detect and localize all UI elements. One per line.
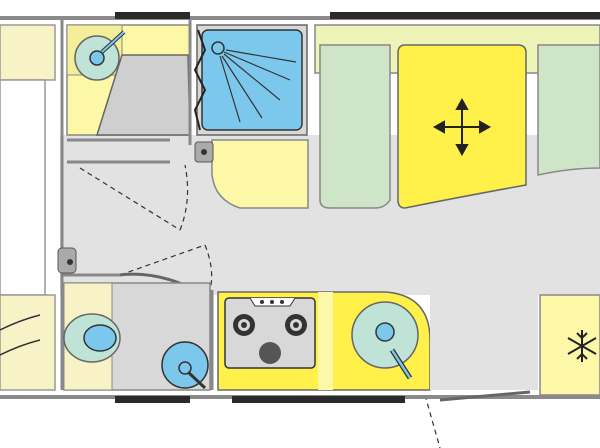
dinette-seat-right: [537, 44, 600, 176]
stove-icon: [224, 297, 316, 369]
move-arrows-icon: [432, 97, 492, 157]
snowflake-icon: [567, 330, 597, 362]
entry-door: [439, 390, 531, 402]
bed-mattress-top: [0, 79, 46, 296]
washbasin-icon: [161, 341, 209, 390]
door-swing-lines: [79, 164, 441, 448]
windows: [115, 12, 600, 403]
bed-area-top: [0, 24, 56, 81]
shower-icon: [196, 24, 308, 136]
kitchen-side-cabinet: [430, 295, 538, 390]
sink-icon: [74, 30, 126, 81]
bench-seat: [211, 139, 309, 209]
dinette-seat-left: [319, 44, 391, 209]
bed-area-bottom: [0, 294, 56, 391]
toilet-icon: [63, 313, 121, 363]
kitchen-sink-icon: [351, 301, 419, 380]
fridge: [539, 294, 600, 396]
